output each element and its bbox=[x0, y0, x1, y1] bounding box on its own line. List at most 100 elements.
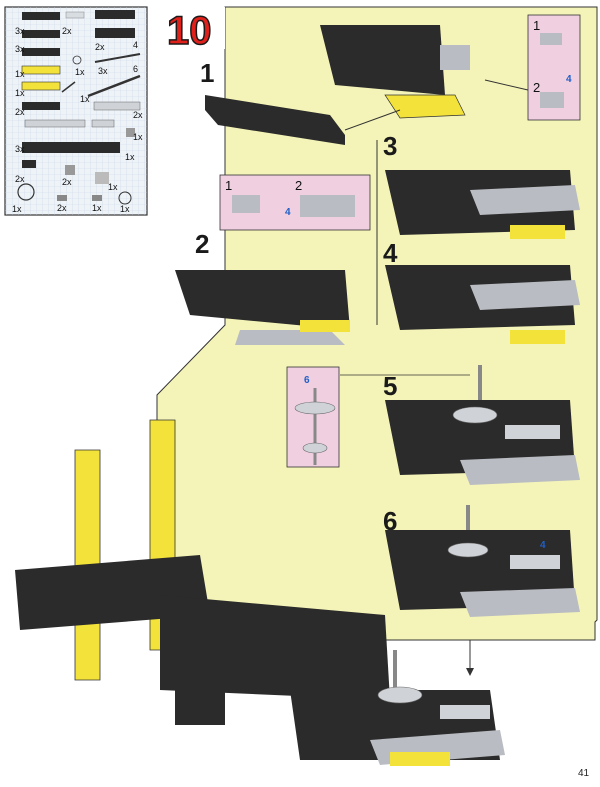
crank-piece bbox=[540, 92, 564, 108]
substep-number: 3 bbox=[383, 131, 397, 161]
part-grey-plate bbox=[24, 119, 86, 128]
qty-label: 3x bbox=[15, 26, 25, 36]
part-brick bbox=[22, 12, 60, 20]
qty-label: 2x bbox=[15, 107, 25, 117]
assembly-line bbox=[344, 109, 401, 131]
qty-label: 4 bbox=[133, 40, 138, 50]
grey-crank bbox=[460, 455, 580, 485]
gear-rack bbox=[505, 425, 560, 439]
grey-crank bbox=[440, 45, 470, 70]
assembly-body bbox=[175, 270, 350, 330]
substep-4: 4 bbox=[383, 238, 580, 344]
crank-piece bbox=[540, 33, 562, 45]
qty-label: 2x bbox=[95, 42, 105, 52]
qty-label: 2x bbox=[62, 26, 72, 36]
qty-label: 3x bbox=[15, 44, 25, 54]
callout-number: 2 bbox=[295, 178, 302, 193]
gear-rack bbox=[510, 555, 560, 569]
qty-label: 1x bbox=[15, 88, 25, 98]
part-brick bbox=[22, 30, 60, 38]
substep-3: 3 bbox=[383, 131, 580, 239]
qty-label: 1x bbox=[108, 182, 118, 192]
gear bbox=[294, 401, 336, 415]
arrow-head bbox=[466, 668, 474, 676]
qty-label: 6 bbox=[133, 64, 138, 74]
part-gear-small bbox=[72, 55, 82, 65]
gear bbox=[302, 442, 328, 454]
grey-crank bbox=[470, 280, 580, 310]
callout-number: 2 bbox=[533, 80, 540, 95]
yellow-plate bbox=[390, 752, 450, 766]
pointer-arrow bbox=[484, 79, 529, 91]
main-step-badge: 10 bbox=[157, 7, 225, 54]
yellow-plate bbox=[300, 320, 350, 332]
part-gear-large bbox=[17, 183, 35, 201]
yellow-plate bbox=[384, 94, 466, 119]
substep-number: 6 bbox=[383, 506, 397, 536]
callout-crank-top: 1 2 4 bbox=[527, 14, 581, 121]
qty-label: 2x bbox=[57, 203, 67, 213]
part-connector bbox=[65, 165, 75, 175]
beam-brick bbox=[205, 95, 345, 145]
part-gear-rack bbox=[93, 101, 141, 111]
grey-crank bbox=[235, 330, 345, 345]
substep-2: 2 bbox=[175, 229, 350, 345]
qty-label: 1x bbox=[12, 204, 22, 214]
callout-crank-mid: 1 2 4 bbox=[219, 174, 371, 231]
qty-label: 2x bbox=[62, 177, 72, 187]
parts-list: 3x 2x 3x 2x 4 1x 3x 6 1x 1x 1x 2x 2x 1x … bbox=[4, 6, 148, 216]
substep-number: 5 bbox=[383, 371, 397, 401]
callout-blue-number: 4 bbox=[566, 74, 572, 85]
gear bbox=[377, 686, 423, 704]
grey-crank bbox=[460, 588, 580, 617]
final-assembly bbox=[15, 419, 505, 766]
part-beam bbox=[95, 28, 135, 38]
grey-crank bbox=[470, 185, 580, 215]
frame-brick bbox=[320, 25, 445, 95]
substep-5: 5 bbox=[383, 365, 580, 485]
part-pin bbox=[57, 195, 67, 201]
qty-label: 3x bbox=[15, 144, 25, 154]
part-axle bbox=[94, 53, 141, 63]
part-axle-long bbox=[87, 74, 141, 98]
substep-6: 6 4 bbox=[383, 505, 580, 617]
callout-number: 1 bbox=[225, 178, 232, 193]
part-crank bbox=[95, 172, 109, 184]
substep-number: 4 bbox=[383, 238, 398, 268]
part-plate bbox=[65, 11, 85, 19]
crank-piece bbox=[232, 195, 260, 213]
callout-number: 1 bbox=[533, 18, 540, 33]
callout-blue-number: 4 bbox=[540, 540, 546, 551]
callout-blue-number: 4 bbox=[285, 207, 291, 218]
part-brick bbox=[95, 10, 135, 19]
qty-label: 2x bbox=[15, 174, 25, 184]
gear-rack bbox=[440, 705, 490, 719]
substep-number: 1 bbox=[200, 58, 214, 88]
part-gear-medium bbox=[118, 191, 132, 205]
qty-label: 1x bbox=[120, 204, 130, 214]
page-number: 41 bbox=[578, 768, 590, 779]
gear bbox=[447, 542, 489, 558]
qty-label: 1x bbox=[80, 94, 90, 104]
part-yellow-plate bbox=[21, 65, 61, 75]
part-pin bbox=[92, 195, 102, 201]
substep-1: 1 bbox=[200, 25, 529, 145]
qty-label: 2x bbox=[133, 110, 143, 120]
main-step-number: 10 bbox=[167, 9, 212, 53]
gear bbox=[452, 406, 498, 424]
part-bush bbox=[126, 128, 135, 137]
yellow-plate bbox=[510, 225, 565, 239]
part-yellow-plate bbox=[21, 81, 61, 91]
crank-piece bbox=[300, 195, 355, 217]
part-grey-plate bbox=[91, 119, 115, 128]
part-small-brick bbox=[22, 160, 36, 168]
substep-number: 2 bbox=[195, 229, 209, 259]
callout-axle: 6 bbox=[286, 366, 470, 468]
qty-label: 1x bbox=[133, 132, 143, 142]
yellow-plate bbox=[510, 330, 565, 344]
qty-label: 1x bbox=[125, 152, 135, 162]
qty-label: 3x bbox=[98, 66, 108, 76]
callout-blue-number: 6 bbox=[304, 375, 310, 386]
qty-label: 1x bbox=[15, 69, 25, 79]
